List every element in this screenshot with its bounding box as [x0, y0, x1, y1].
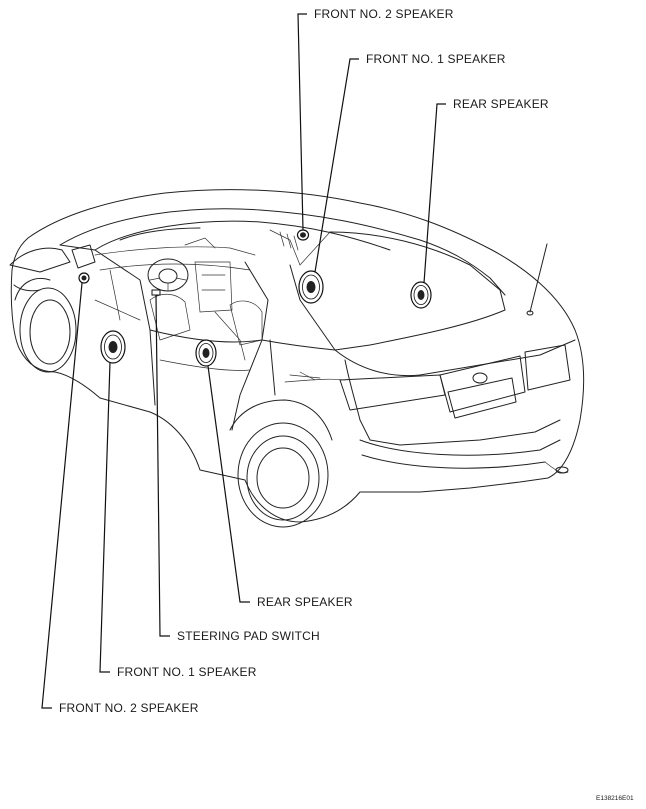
label-steering-pad-switch: STEERING PAD SWITCH	[177, 629, 320, 643]
front-no2-speaker-right	[296, 229, 310, 241]
front-no1-speaker-right	[298, 270, 324, 304]
label-front-no2-speaker-bottom: FRONT NO. 2 SPEAKER	[59, 701, 199, 715]
front-no1-speaker-left	[100, 330, 126, 364]
label-rear-speaker-top: REAR SPEAKER	[453, 97, 549, 111]
leader-rear-top	[423, 103, 446, 284]
leader-front-no2-top	[297, 13, 307, 231]
car-illustration	[9, 189, 585, 528]
rear-speaker-left	[195, 339, 217, 367]
label-front-no1-speaker-bottom: FRONT NO. 1 SPEAKER	[117, 665, 257, 679]
front-no2-speaker-left	[78, 272, 90, 284]
leader-front-no1-bottom	[99, 361, 111, 673]
leader-front-no2-bottom	[41, 282, 83, 709]
leader-rear-bottom	[207, 365, 250, 603]
leader-steering-pad-switch	[155, 294, 170, 637]
label-front-no1-speaker-top: FRONT NO. 1 SPEAKER	[366, 52, 506, 66]
label-rear-speaker-bottom: REAR SPEAKER	[257, 595, 353, 609]
leader-front-no1-top	[314, 58, 359, 273]
rear-speaker-right	[410, 281, 432, 309]
steering-pad-switch-part	[151, 289, 161, 296]
figure-code: E138216E01	[596, 795, 634, 802]
label-front-no2-speaker-top: FRONT NO. 2 SPEAKER	[314, 7, 454, 21]
